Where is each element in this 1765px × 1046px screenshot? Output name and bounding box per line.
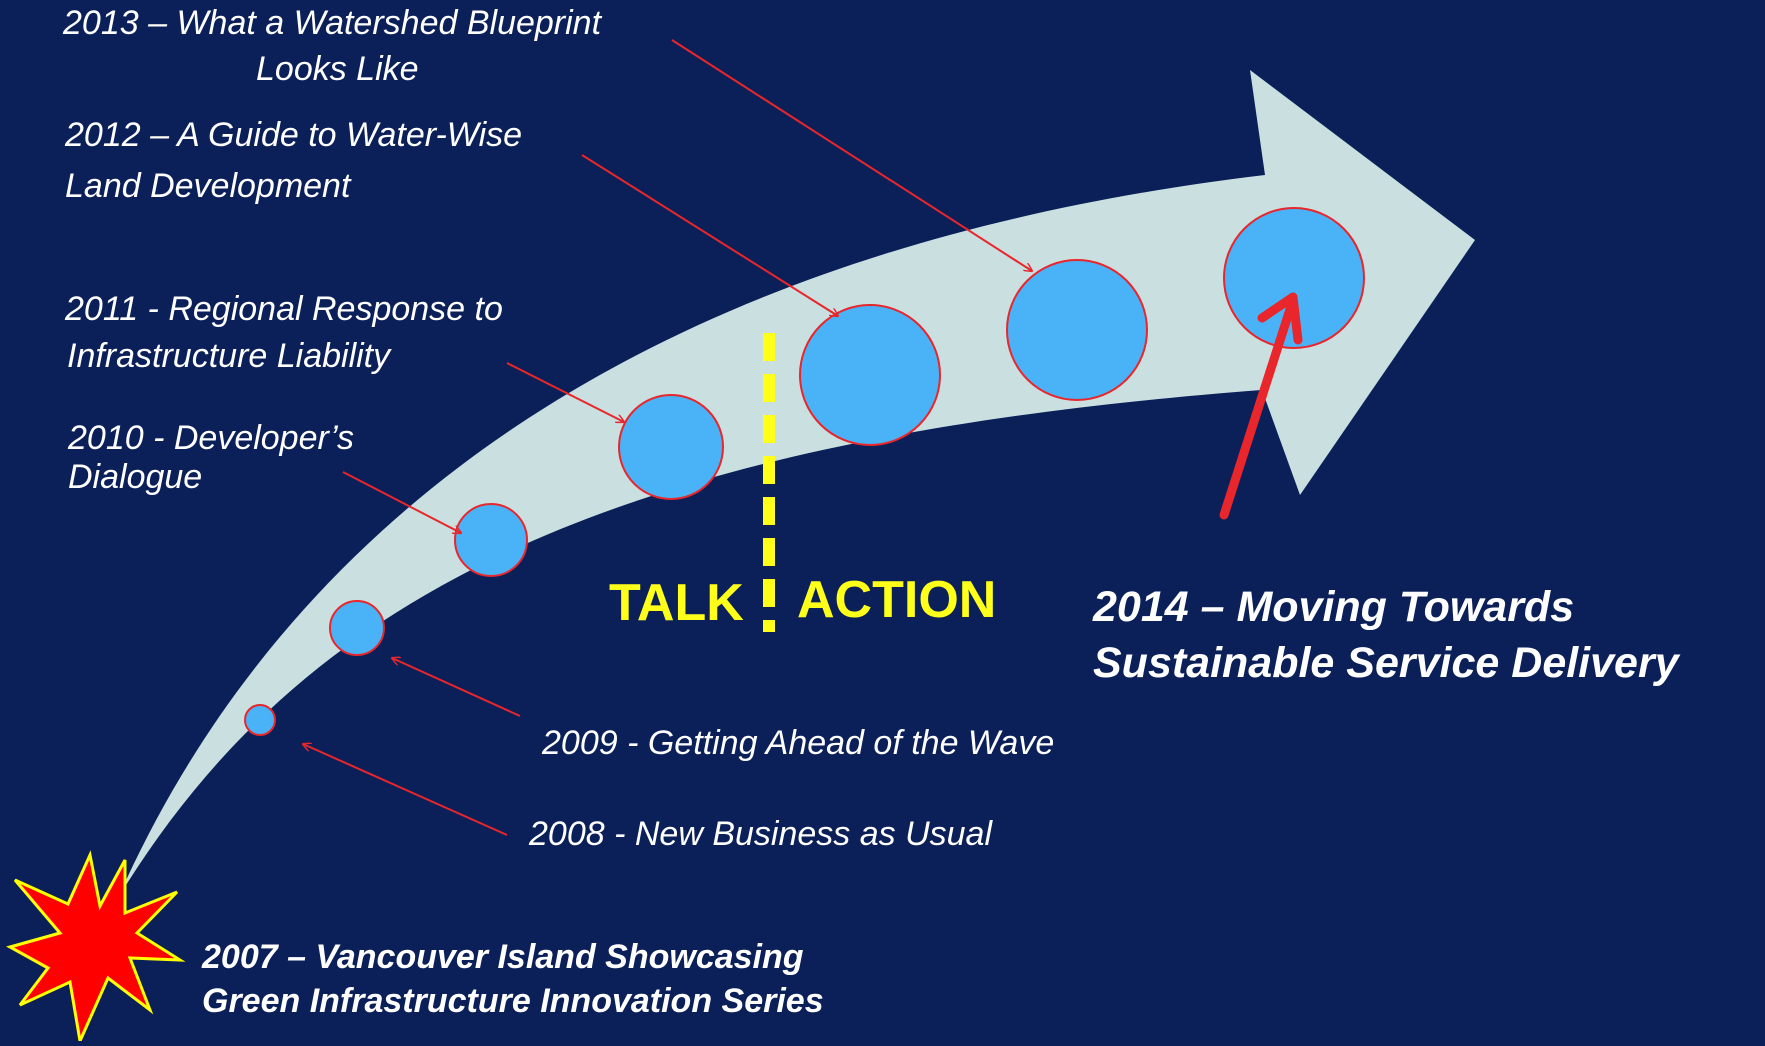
pointer-2014 — [1219, 292, 1303, 520]
milestone-2011-circle — [618, 394, 724, 500]
label-pointers — [303, 39, 1032, 836]
pointer-2010 — [342, 471, 461, 533]
pointer-2008 — [303, 744, 508, 836]
milestone-2012-circle — [799, 304, 941, 446]
milestone-2009-circle — [329, 600, 385, 656]
label-2012-line2: Land Development — [65, 167, 352, 205]
milestone-2010-circle — [454, 503, 528, 577]
label-2012-line1: 2012 – A Guide to Water-Wise — [64, 116, 522, 154]
milestone-circles — [244, 207, 1365, 736]
starburst-icon — [6, 850, 186, 1046]
label-2008: 2008 - New Business as Usual — [528, 815, 993, 853]
progress-arrow — [118, 70, 1475, 898]
pointer-2013 — [671, 39, 1032, 271]
label-2011-line1: 2011 - Regional Response to — [64, 290, 503, 328]
pointer-2009 — [392, 658, 521, 717]
action-label: ACTION — [797, 571, 996, 629]
milestone-2013-circle — [1006, 259, 1148, 401]
label-2011-line2: Infrastructure Liability — [67, 337, 392, 375]
label-2007-line2: Green Infrastructure Innovation Series — [202, 982, 824, 1020]
milestone-2008-circle — [244, 704, 276, 736]
label-2010-line2: Dialogue — [68, 458, 202, 496]
talk-label: TALK — [609, 574, 744, 632]
pointer-2011 — [506, 362, 624, 422]
label-2009: 2009 - Getting Ahead of the Wave — [541, 724, 1054, 762]
label-2013-line1: 2013 – What a Watershed Blueprint — [62, 4, 603, 42]
milestone-2014-circle — [1223, 207, 1365, 349]
label-2010-line1: 2010 - Developer’s — [67, 419, 354, 457]
label-2014-line1: 2014 – Moving Towards — [1092, 583, 1574, 631]
pointer-2012 — [581, 154, 838, 316]
label-2007-line1: 2007 – Vancouver Island Showcasing — [201, 938, 804, 976]
label-2013-line2: Looks Like — [256, 50, 419, 88]
label-2014-line2: Sustainable Service Delivery — [1093, 639, 1681, 687]
